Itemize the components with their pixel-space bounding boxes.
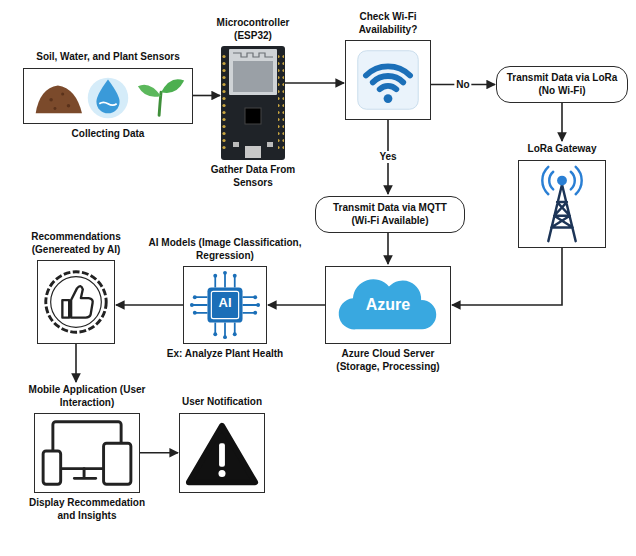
node-heading: AI Models (Image Classification, Regress… [125, 237, 325, 262]
microcontroller: Microcontroller (ESP32) Gather Data From… [203, 17, 303, 189]
icon-frame [37, 260, 115, 344]
node-heading: Microcontroller (ESP32) [203, 17, 303, 42]
node-heading: User Notification [182, 396, 262, 409]
mqtt-transmit: Transmit Data via MQTT (Wi-Fi Available) [315, 196, 465, 233]
logo-text: Azure [326, 296, 450, 314]
lora-gateway: LoRa Gateway [518, 143, 606, 248]
warning-symbol [180, 414, 264, 492]
node-caption: Gather Data From Sensors [203, 164, 303, 189]
logo-text: AI [184, 296, 266, 310]
box-frame: Transmit Data via MQTT (Wi-Fi Available) [315, 196, 465, 233]
edge-label: Yes [377, 151, 398, 163]
flow-arrow [116, 304, 183, 306]
flow-arrow [193, 95, 220, 97]
icon-frame [34, 413, 140, 493]
edge-label: No [454, 79, 471, 91]
icon-frame: Azure [325, 266, 451, 344]
recommendations: Recommendations (Genereated by AI) [21, 231, 131, 344]
icon-frame [179, 413, 265, 493]
flow-arrow [431, 84, 495, 86]
flow-arrow [452, 248, 562, 306]
device-icons [35, 414, 139, 492]
ai-models: AI Models (Image Classification, Regress… [125, 237, 325, 361]
wifi-check: Check Wi-Fi Availability? [338, 11, 438, 120]
sensor-icons [24, 69, 192, 123]
flow-arrow [268, 304, 325, 306]
mobile-app: Mobile Application (User Interaction) Di… [22, 384, 152, 522]
thumbs-up-badge [38, 261, 114, 343]
gateway-tower [519, 161, 605, 247]
flow-arrow [561, 103, 563, 141]
user-notification: User Notification [179, 396, 265, 493]
lora-transmit: Transmit Data via LoRa (No Wi-Fi) [496, 66, 628, 103]
flow-arrow [387, 233, 389, 264]
flow-arrow [387, 120, 389, 194]
box-frame: Transmit Data via LoRa (No Wi-Fi) [496, 66, 628, 103]
icon-frame [518, 160, 606, 248]
node-heading: Soil, Water, and Plant Sensors [36, 51, 180, 64]
box-label: Transmit Data via MQTT (Wi-Fi Available) [325, 202, 455, 227]
icon-frame [23, 68, 193, 124]
node-caption: Collecting Data [72, 128, 145, 141]
azure-cloud: AzureAzure Cloud Server (Storage, Proces… [322, 266, 454, 373]
node-caption: Ex: Analyze Plant Health [167, 348, 283, 361]
node-caption: Azure Cloud Server (Storage, Processing) [322, 348, 454, 373]
flow-arrow [75, 344, 77, 382]
sensor-group: Soil, Water, and Plant Sensors Collectin… [23, 51, 193, 140]
icon-frame: AI [183, 266, 267, 344]
node-caption: Display Recommedation and Insights [27, 497, 147, 522]
node-heading: LoRa Gateway [528, 143, 597, 156]
flow-arrow [140, 452, 178, 454]
esp32-board [221, 46, 285, 160]
node-heading: Recommendations (Genereated by AI) [21, 231, 131, 256]
box-label: Transmit Data via LoRa (No Wi-Fi) [506, 72, 618, 97]
flow-arrow [285, 82, 344, 84]
wifi-symbol [346, 41, 430, 119]
icon-frame [221, 46, 285, 160]
node-heading: Mobile Application (User Interaction) [22, 384, 152, 409]
icon-frame [345, 40, 431, 120]
node-heading: Check Wi-Fi Availability? [338, 11, 438, 36]
